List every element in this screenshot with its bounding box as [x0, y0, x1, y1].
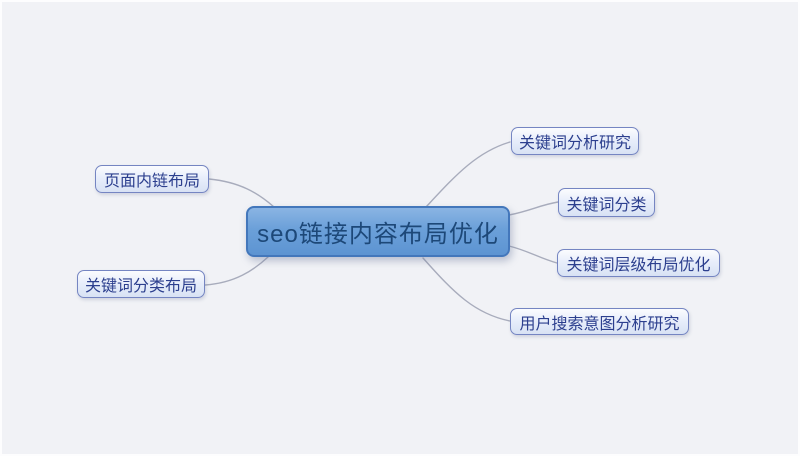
connector-root-to-user-search-intent [422, 257, 511, 322]
connector-root-to-keyword-classification [508, 201, 559, 216]
branch-node-keyword-hierarchy-layout[interactable]: 关键词层级布局优化 [557, 249, 720, 277]
branch-node-page-internal-links[interactable]: 页面内链布局 [95, 165, 209, 193]
branch-node-user-search-intent[interactable]: 用户搜索意图分析研究 [510, 308, 689, 335]
connector-root-to-keyword-category-layout [204, 256, 269, 286]
root-node-seo-link-content-layout[interactable]: seo链接内容布局优化 [246, 206, 510, 257]
connector-root-to-keyword-hierarchy [508, 245, 558, 264]
branch-node-keyword-category-layout[interactable]: 关键词分类布局 [77, 270, 205, 298]
branch-node-keyword-classification[interactable]: 关键词分类 [558, 188, 655, 217]
branch-node-keyword-analysis[interactable]: 关键词分析研究 [511, 127, 639, 155]
connector-root-to-page-internal-links [208, 178, 275, 208]
connector-root-to-keyword-analysis [425, 141, 511, 208]
